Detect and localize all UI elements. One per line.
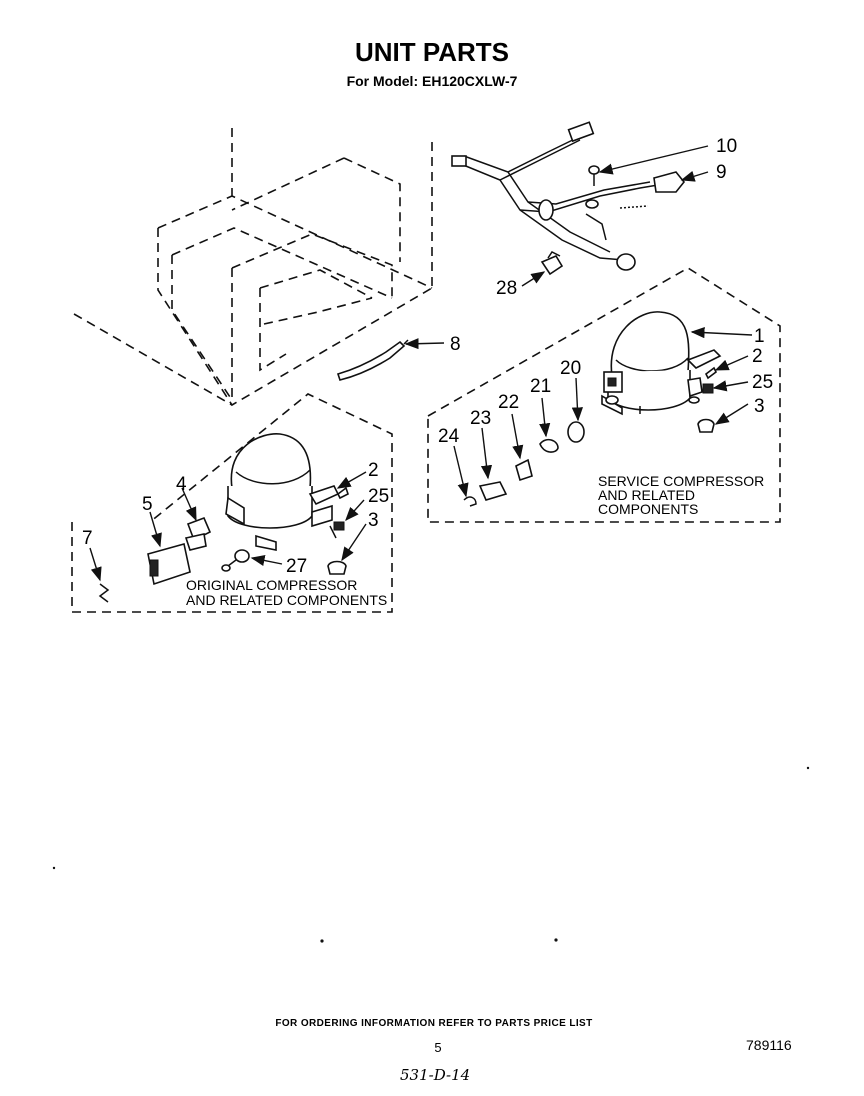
callout-9: 9	[716, 162, 727, 183]
page-title: UNIT PARTS	[355, 37, 509, 67]
callout-10: 10	[716, 136, 737, 157]
original-compressor	[225, 433, 340, 551]
callout-27: 27	[286, 556, 307, 577]
page-number: 5	[434, 1040, 441, 1055]
callout-25-original: 25	[368, 486, 389, 507]
service-caption-line3: COMPONENTS	[598, 501, 698, 517]
callout-8: 8	[450, 334, 461, 355]
callout-28: 28	[496, 278, 517, 299]
leader-lines	[89, 145, 753, 582]
document-number: 789116	[746, 1037, 792, 1053]
callout-24: 24	[438, 426, 460, 447]
callout-22: 22	[498, 392, 519, 413]
callout-2-service: 2	[752, 346, 763, 367]
callout-21: 21	[530, 376, 551, 397]
callout-3-service: 3	[754, 396, 765, 417]
callout-3-original: 3	[368, 510, 379, 531]
scan-specks	[52, 766, 810, 943]
callout-4: 4	[176, 474, 187, 495]
callout-5: 5	[142, 494, 153, 515]
service-caption-line1: SERVICE COMPRESSOR	[598, 473, 764, 489]
screw	[585, 165, 600, 209]
wire-harness	[451, 121, 686, 271]
callout-7: 7	[82, 528, 93, 549]
original-group-outline	[71, 393, 393, 613]
original-caption-line2: AND RELATED COMPONENTS	[186, 592, 387, 608]
model-line: For Model: EH120CXLW-7	[347, 73, 518, 89]
drier	[336, 339, 409, 381]
ordering-note: FOR ORDERING INFORMATION REFER TO PARTS …	[275, 1018, 592, 1029]
cabinet-outline	[73, 128, 433, 407]
service-parts-small	[463, 366, 718, 507]
clip	[540, 251, 564, 276]
service-compressor	[601, 311, 722, 416]
original-caption-line1: ORIGINAL COMPRESSOR	[186, 577, 357, 593]
original-parts-small	[98, 486, 349, 603]
callout-1: 1	[754, 326, 765, 347]
service-caption-line2: AND RELATED	[598, 487, 695, 503]
callout-2-original: 2	[368, 460, 379, 481]
callout-23: 23	[470, 408, 491, 429]
callout-25-service: 25	[752, 372, 773, 393]
callout-20: 20	[560, 358, 581, 379]
handwritten-note: 531-D-14	[400, 1066, 470, 1084]
